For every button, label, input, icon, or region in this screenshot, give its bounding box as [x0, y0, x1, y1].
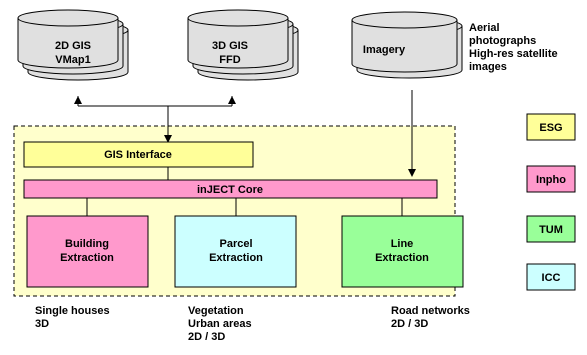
connector-lines — [77, 90, 416, 216]
db-2d-gis-line2: VMap1 — [55, 54, 90, 66]
line-extraction-box — [341, 215, 464, 288]
arrow-to-2d-gis — [74, 96, 82, 104]
database-2d-gis — [17, 9, 129, 81]
output-parcel-2: Urban areas — [188, 318, 252, 330]
arrow-to-3d-gis — [228, 96, 236, 104]
legend-icc-label: ICC — [542, 272, 561, 284]
legend-tum-label: TUM — [539, 224, 563, 236]
db-2d-gis-line1: 2D GIS — [55, 40, 91, 52]
database-layer-rim — [17, 17, 119, 27]
database-layer — [351, 11, 458, 73]
output-line-1: Road networks — [391, 305, 470, 317]
output-parcel-3: 2D / 3D — [188, 331, 225, 343]
database-layer-rim — [351, 19, 458, 29]
output-line-2: 2D / 3D — [391, 318, 428, 330]
output-building-2: 3D — [35, 318, 49, 330]
line-line1: Line — [391, 238, 414, 250]
output-parcel-1: Vegetation — [188, 305, 244, 317]
legend-inpho-box — [526, 165, 576, 193]
parcel-line2: Extraction — [209, 252, 263, 264]
legend-tum-box — [526, 215, 576, 243]
imagery-note-2: photographs — [469, 35, 536, 47]
database-3d-gis — [187, 9, 299, 81]
inject-core-box — [23, 179, 438, 199]
inject-core-label: inJECT Core — [197, 184, 263, 196]
db-3d-gis-line2: FFD — [219, 54, 240, 66]
parcel-extraction-box — [174, 215, 297, 288]
imagery-note-4: images — [469, 61, 507, 73]
legend-icc-box — [526, 263, 576, 291]
db-imagery-label: Imagery — [363, 44, 406, 56]
parcel-line1: Parcel — [219, 238, 252, 250]
building-extraction-box — [26, 215, 149, 288]
legend-esg-box — [526, 113, 576, 141]
legend-inpho-label: Inpho — [536, 174, 566, 186]
line-line2: Extraction — [375, 252, 429, 264]
imagery-note-1: Aerial — [469, 22, 500, 34]
gis-interface-box — [23, 141, 254, 168]
building-line1: Building — [65, 238, 109, 250]
db-3d-gis-line1: 3D GIS — [212, 40, 248, 52]
legend-esg-label: ESG — [539, 122, 562, 134]
output-building-1: Single houses — [35, 305, 110, 317]
imagery-note-3: High-res satellite — [469, 48, 558, 60]
building-line2: Extraction — [60, 252, 114, 264]
database-imagery — [351, 11, 463, 79]
database-layer-rim — [187, 17, 289, 27]
gis-interface-label: GIS Interface — [104, 149, 172, 161]
